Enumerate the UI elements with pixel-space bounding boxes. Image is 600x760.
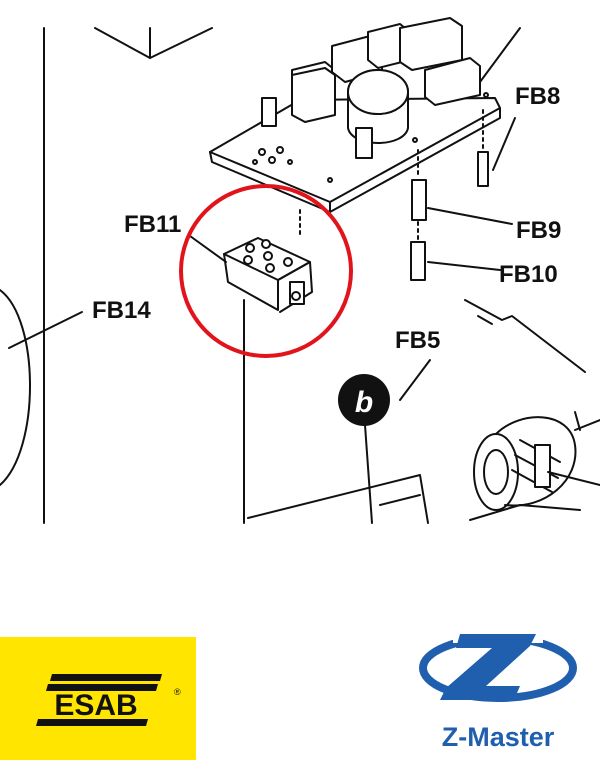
esab-wordmark: ESAB: [54, 689, 137, 722]
label-fb11: FB11: [124, 211, 181, 238]
callout-badge-b: b: [338, 374, 390, 426]
registered-mark: ®: [174, 687, 181, 697]
standoff-fb8: [477, 109, 516, 187]
label-fb14: FB14: [92, 297, 151, 324]
esab-logo: ESAB ®: [0, 637, 196, 760]
label-fb10: FB10: [499, 261, 558, 288]
fan-motor: [473, 411, 600, 511]
chassis-panel: [464, 299, 586, 373]
standoff-fb10: [410, 221, 501, 281]
z-master-logo: Z-Master: [419, 633, 577, 752]
label-fb8: FB8: [515, 83, 560, 110]
circuit-board: [209, 17, 501, 213]
standoff-fb9: [411, 149, 513, 225]
top-bracket: [94, 27, 213, 59]
terminal-block-fb11: [223, 237, 313, 313]
left-curved-part: [0, 289, 31, 486]
z-emblem-icon: [419, 633, 577, 702]
label-fb9: FB9: [516, 217, 561, 244]
z-master-wordmark: Z-Master: [442, 722, 555, 752]
badge-letter: b: [355, 386, 373, 419]
label-fb5: FB5: [395, 327, 440, 354]
exploded-parts-diagram: b FB8 FB9 FB10 FB11 FB14 FB5: [0, 17, 600, 524]
highlight-circle: [179, 184, 353, 358]
